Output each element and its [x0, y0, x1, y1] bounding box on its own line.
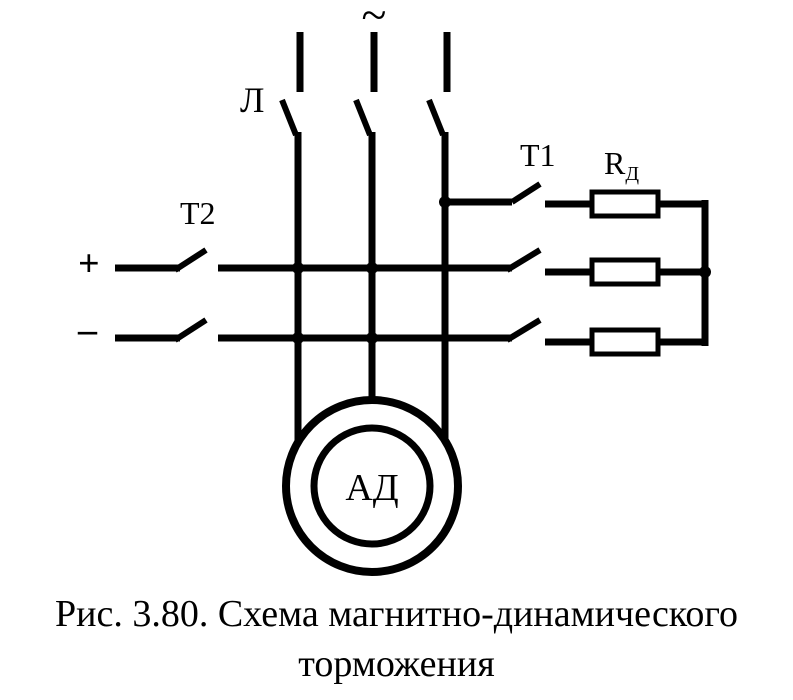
circuit-diagram: ~ Л T1 + T2 –	[77, 0, 711, 576]
ac-supply-symbol: ~	[362, 0, 387, 40]
junction-dot	[292, 262, 304, 274]
contactor-blade-l2	[353, 98, 373, 137]
t1-switch-top	[510, 181, 542, 205]
t2-switch-plus	[173, 247, 208, 273]
resistor-top	[589, 189, 661, 219]
contactor-switches	[279, 98, 446, 137]
contactor-blade-l1	[279, 98, 299, 137]
junction-dot	[439, 196, 451, 208]
resistor-label: RД	[604, 145, 639, 185]
t1-label: T1	[520, 137, 556, 173]
resistor-bottom	[589, 327, 661, 357]
junction-dot	[292, 332, 304, 344]
resistor-bank	[589, 189, 709, 357]
t1-switch-bottom	[505, 317, 542, 343]
resistor-label-subscript: Д	[625, 163, 639, 185]
figure-caption-line2: торможения	[298, 643, 495, 685]
plus-label: +	[78, 243, 100, 285]
figure-caption-line1: Рис. 3.80. Схема магнитно-динамического	[55, 593, 738, 635]
junction-dot	[366, 332, 378, 344]
t1-switch-middle	[505, 247, 542, 273]
induction-motor: АД	[282, 396, 462, 576]
minus-label: –	[77, 309, 98, 351]
resistor-middle	[589, 257, 661, 287]
contactor-label: Л	[240, 80, 264, 120]
t2-label: T2	[180, 195, 216, 231]
contactor-blade-l3	[426, 98, 446, 137]
motor-rotor-circle	[310, 424, 434, 548]
t2-switch-minus	[173, 317, 208, 343]
resistor-label-base: R	[604, 145, 626, 181]
supply-terminals	[296, 32, 451, 92]
junction-dot	[366, 262, 378, 274]
motor-label: АД	[345, 467, 398, 509]
